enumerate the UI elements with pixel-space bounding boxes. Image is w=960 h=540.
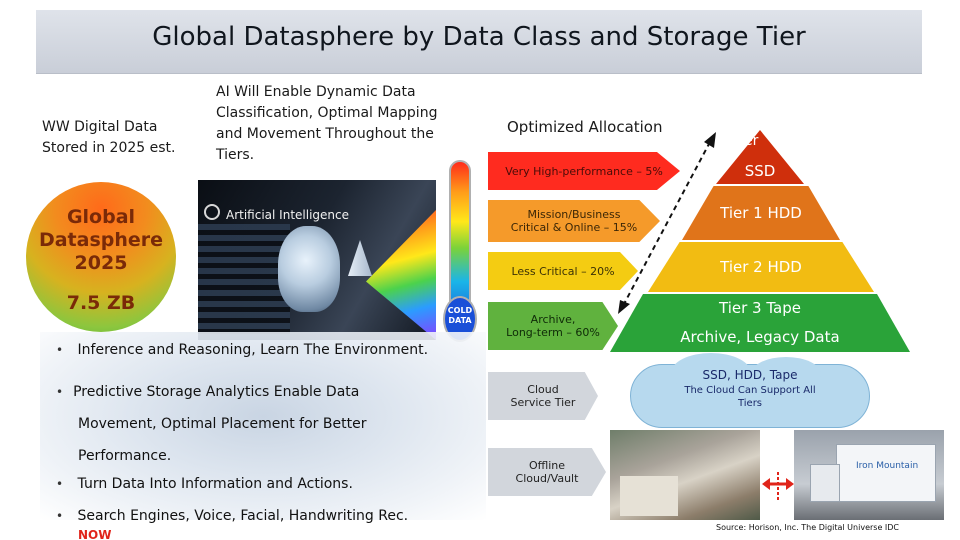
bullet-dot-icon: • (56, 343, 64, 357)
server-rack-graphic (198, 224, 290, 340)
bottom-cut-label: NOW (78, 530, 112, 540)
tier-label: Tier 1 HDD (720, 204, 802, 222)
title-banner (36, 10, 922, 74)
arrow-mission-critical: Mission/Business Critical & Online – 15% (488, 200, 660, 242)
tier-0-partial-label: er (744, 133, 759, 149)
tier-label: SSD (744, 162, 776, 180)
arrow-label: Very High-performance – 5% (505, 164, 663, 178)
bullet-dot-icon: • (56, 509, 64, 523)
bullet-text: Inference and Reasoning, Learn The Envir… (77, 342, 429, 358)
tier-3-tape: Tier 3 Tape Archive, Legacy Data (610, 294, 910, 352)
ai-heading-line-4: Tiers. (216, 147, 255, 163)
truck-logo: Iron Mountain (856, 461, 919, 471)
cloud-subtitle-line-2: Tiers (737, 398, 763, 409)
bullet-dot-icon: • (56, 385, 64, 399)
arrow-label: Less Critical – 20% (511, 264, 615, 278)
arrow-label: Archive, (530, 313, 576, 326)
prism-graphic (348, 240, 372, 276)
bullet-item: • Search Engines, Voice, Facial, Handwri… (56, 506, 476, 526)
bullet-text: Turn Data Into Information and Actions. (77, 476, 353, 492)
globe-value: 7.5 ZB (66, 292, 136, 314)
red-arrow-icon (762, 472, 794, 502)
ai-image-label: Artificial Intelligence (226, 208, 349, 222)
bullet-text: Search Engines, Voice, Facial, Handwriti… (77, 508, 409, 524)
bullet-item: • Inference and Reasoning, Learn The Env… (56, 340, 476, 376)
arrow-label: Long-term – 60% (506, 326, 600, 339)
arrow-offline-vault: Offline Cloud/Vault (488, 448, 606, 496)
globe-line-3: 2025 (74, 252, 128, 274)
truck-box-graphic (836, 444, 936, 502)
tier-0-ssd: SSD (716, 130, 804, 184)
bullet-text-cont: Performance. (78, 448, 172, 464)
ww-label-line-2: Stored in 2025 est. (42, 140, 176, 156)
cloud-subtitle-line-1: The Cloud Can Support All (684, 385, 816, 396)
arrow-very-high-performance: Very High-performance – 5% (488, 152, 680, 190)
cloud-title: SSD, HDD, Tape (702, 368, 798, 382)
cold-data-label: COLD DATA (445, 306, 475, 326)
cloud-subtitle: The Cloud Can Support All Tiers (630, 384, 870, 410)
tier-label: Tier 2 HDD (720, 258, 802, 276)
arrow-cloud-service: Cloud Service Tier (488, 372, 598, 420)
ww-label-line-1: WW Digital Data (42, 119, 158, 135)
arrow-less-critical: Less Critical – 20% (488, 252, 638, 290)
bullet-item: • Turn Data Into Information and Actions… (56, 474, 476, 506)
globe-line-2: Datasphere (38, 229, 164, 251)
ai-logo-icon (204, 204, 220, 220)
dashed-movement-arrow (618, 132, 716, 314)
bullet-item: • Predictive Storage Analytics Enable Da… (56, 376, 476, 474)
tier-2-hdd: Tier 2 HDD (648, 242, 874, 292)
source-credit: Source: Horison, Inc. The Digital Univer… (716, 523, 900, 532)
ai-image (198, 180, 436, 340)
ai-heading-line-2: Classification, Optimal Mapping (216, 105, 438, 121)
tier-label: Tier 3 Tape (719, 299, 801, 317)
building-graphic (620, 476, 678, 516)
global-datasphere-globe (26, 182, 176, 332)
arrow-label: Cloud (527, 383, 559, 396)
cloud-text: SSD, HDD, Tape The Cloud Can Support All… (630, 368, 870, 410)
page-title: Global Datasphere by Data Class and Stor… (152, 22, 806, 52)
tier-label: Archive, Legacy Data (680, 328, 840, 346)
ww-digital-data-label: WW Digital Data Stored in 2025 est. (42, 117, 192, 159)
arrow-label: Mission/Business (527, 208, 621, 221)
globe-line-1: Global (66, 206, 136, 228)
arrow-label: Critical & Online – 15% (510, 221, 638, 234)
ai-head-graphic (278, 226, 340, 312)
bullet-text: Predictive Storage Analytics Enable Data (73, 384, 360, 400)
bullet-text-cont: Movement, Optimal Placement for Better (78, 416, 367, 432)
cold-label-line-2: DATA (448, 316, 472, 325)
vitruvian-backdrop (40, 332, 486, 520)
truck-photo (794, 430, 944, 520)
arrow-label: Offline (528, 459, 566, 472)
bullet-list: • Inference and Reasoning, Learn The Env… (56, 340, 476, 526)
optimized-allocation-label: Optimized Allocation (507, 118, 663, 136)
globe-text: Global Datasphere 2025 (26, 206, 176, 275)
ai-heading-line-3: and Movement Throughout the (216, 126, 434, 142)
ai-heading-line-1: AI Will Enable Dynamic Data (216, 84, 416, 100)
arrow-archive: Archive, Long-term – 60% (488, 302, 618, 350)
truck-cab-graphic (810, 464, 840, 502)
cloud-shape (630, 353, 870, 428)
offline-vault-photo (610, 430, 760, 520)
spectrum-beam-graphic (366, 210, 436, 340)
cold-label-line-1: COLD (447, 306, 473, 315)
arrow-label: Service Tier (510, 396, 576, 409)
ai-heading: AI Will Enable Dynamic Data Classificati… (216, 82, 466, 166)
arrow-label: Cloud/Vault (515, 472, 579, 485)
bullet-dot-icon: • (56, 477, 64, 491)
